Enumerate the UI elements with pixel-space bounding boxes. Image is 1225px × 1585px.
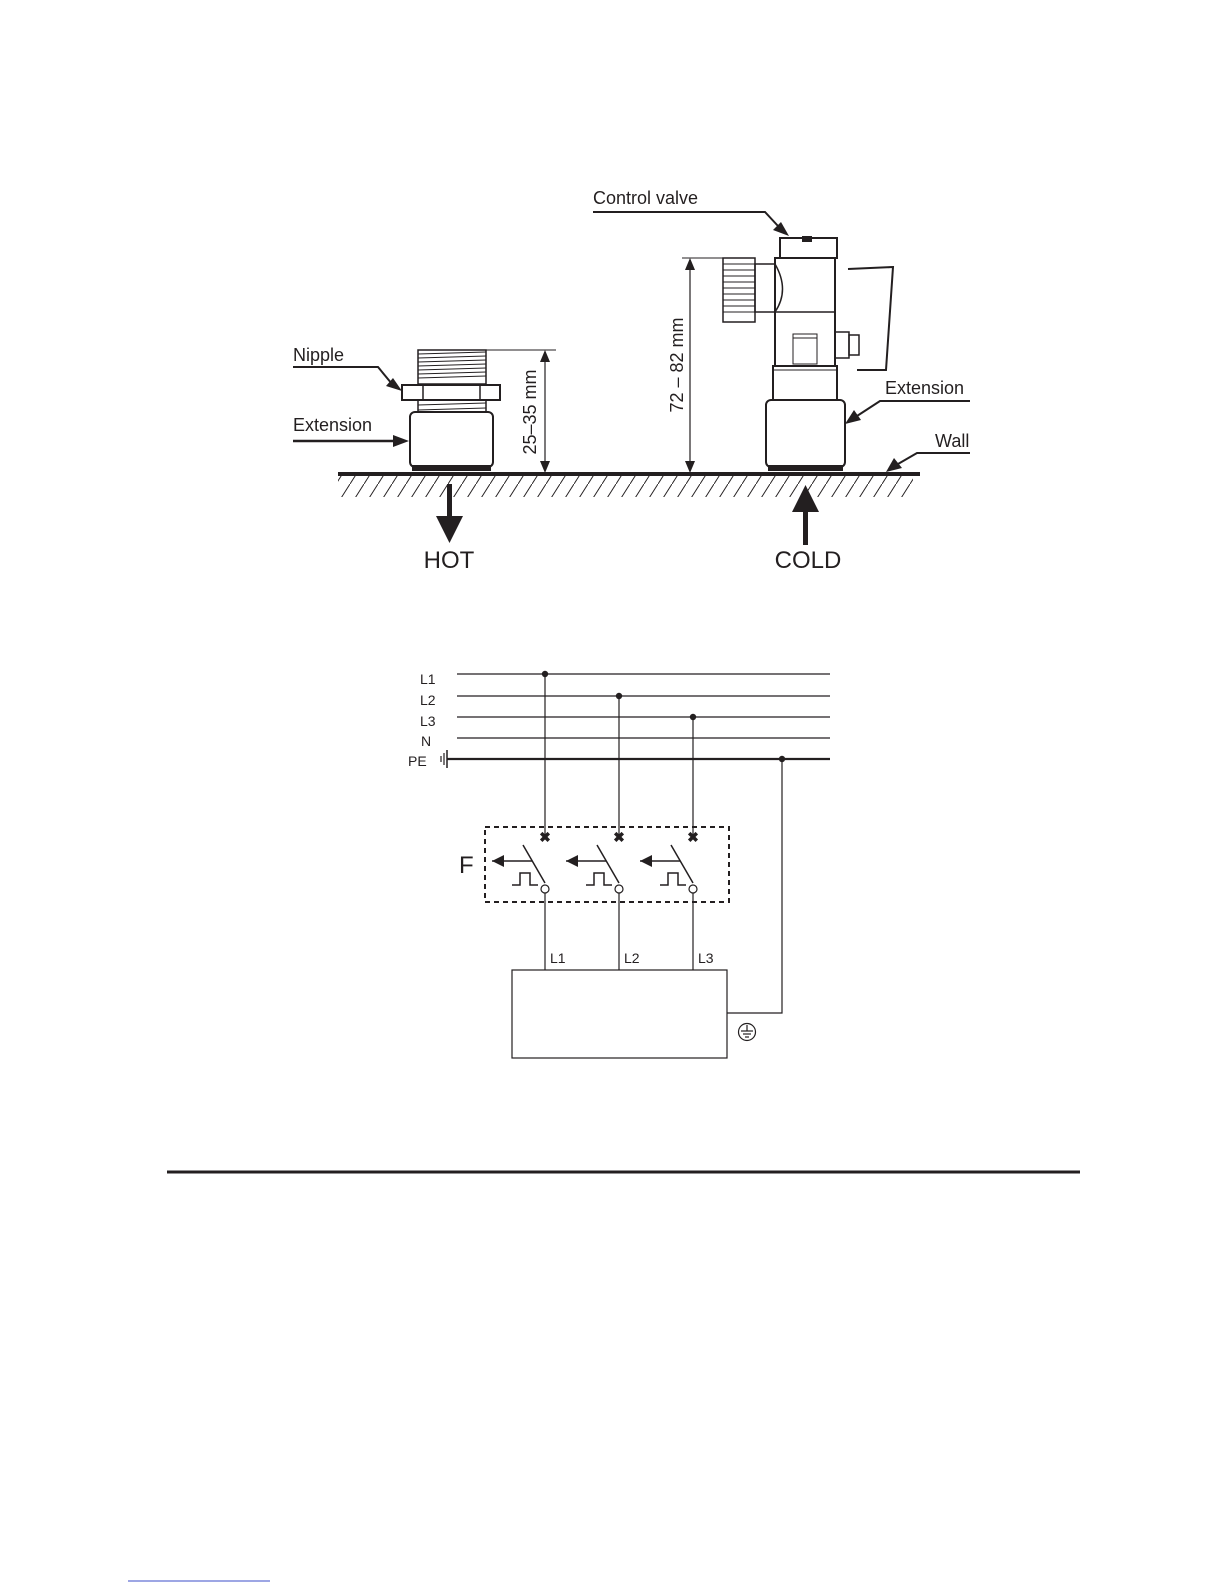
bus-label-l2: L2 (420, 692, 436, 708)
plumbing-diagram: 25–35 mm Nipple Extension HOT (293, 188, 970, 574)
extension-right-leader (845, 401, 970, 424)
svg-text:✖: ✖ (539, 829, 551, 845)
bus-label-l1: L1 (420, 671, 436, 687)
ground-symbol-icon (739, 1024, 756, 1041)
svg-text:✖: ✖ (687, 829, 699, 845)
pe-wire (727, 759, 782, 1013)
wall-label: Wall (935, 431, 969, 451)
breaker-pole-2: ✖ (566, 829, 625, 893)
junction-dot (542, 671, 548, 677)
terminal-label-l3: L3 (698, 950, 714, 966)
breaker-pole-1: ✖ (492, 829, 551, 893)
svg-text:✖: ✖ (613, 829, 625, 845)
nipple-label: Nipple (293, 345, 344, 365)
control-valve-label: Control valve (593, 188, 698, 208)
dimension-long-label: 72 – 82 mm (667, 317, 687, 412)
bus-label-n: N (421, 733, 431, 749)
breaker-pole-3: ✖ (640, 829, 699, 893)
junction-dot (690, 714, 696, 720)
bus-label-l3: L3 (420, 713, 436, 729)
hot-label: HOT (424, 547, 475, 574)
wiring-diagram: L1 L2 L3 N PE F ✖ (408, 671, 830, 1058)
nipple-thread (418, 352, 486, 378)
bus-label-pe: PE (408, 753, 427, 769)
wall-leader (886, 453, 970, 472)
extension-left-leader (293, 435, 409, 447)
hot-fitting (402, 350, 500, 471)
nipple-leader (293, 367, 402, 391)
breaker-label: F (459, 852, 474, 879)
dimension-long (682, 258, 723, 473)
cold-label: COLD (775, 547, 842, 574)
control-valve-leader (593, 212, 789, 236)
extension-right-label: Extension (885, 378, 964, 398)
junction-dot (616, 693, 622, 699)
wall-hatching (338, 475, 913, 497)
appliance-box (512, 970, 727, 1058)
extension-left-label: Extension (293, 415, 372, 435)
pe-earth-symbol-icon (441, 750, 447, 768)
terminal-label-l2: L2 (624, 950, 640, 966)
control-valve (723, 236, 893, 471)
terminal-label-l1: L1 (550, 950, 566, 966)
dimension-short-label: 25–35 mm (520, 369, 540, 454)
